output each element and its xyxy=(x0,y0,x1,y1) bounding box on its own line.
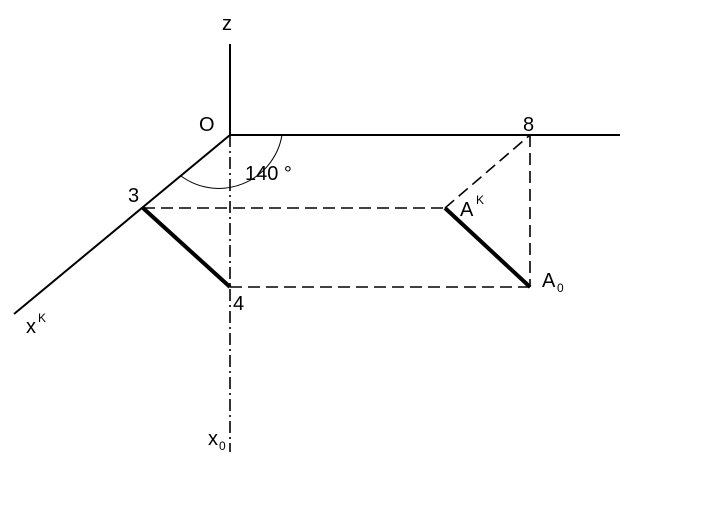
a0-label: A xyxy=(542,270,556,292)
segment-3-4 xyxy=(141,206,232,289)
angle-arc xyxy=(180,134,283,189)
z-axis-label: z xyxy=(222,13,232,35)
x0-subscript: 0 xyxy=(219,439,226,453)
ak-superscript: K xyxy=(476,193,484,207)
ak-label: A xyxy=(460,199,474,221)
xk-axis xyxy=(13,134,231,315)
origin-label: O xyxy=(199,114,215,136)
xk-label: x xyxy=(26,316,36,338)
xk-superscript: K xyxy=(38,311,46,325)
point-4-label: 4 xyxy=(233,293,244,315)
segment-ak-a0 xyxy=(443,206,532,289)
angle-label: 140 ° xyxy=(245,163,292,185)
dashed-line-ak-to-8 xyxy=(444,134,531,209)
point-8-label: 8 xyxy=(523,114,534,136)
point-3-label: 3 xyxy=(128,185,139,207)
x0-label: x xyxy=(208,428,218,450)
a0-subscript: 0 xyxy=(557,281,564,295)
